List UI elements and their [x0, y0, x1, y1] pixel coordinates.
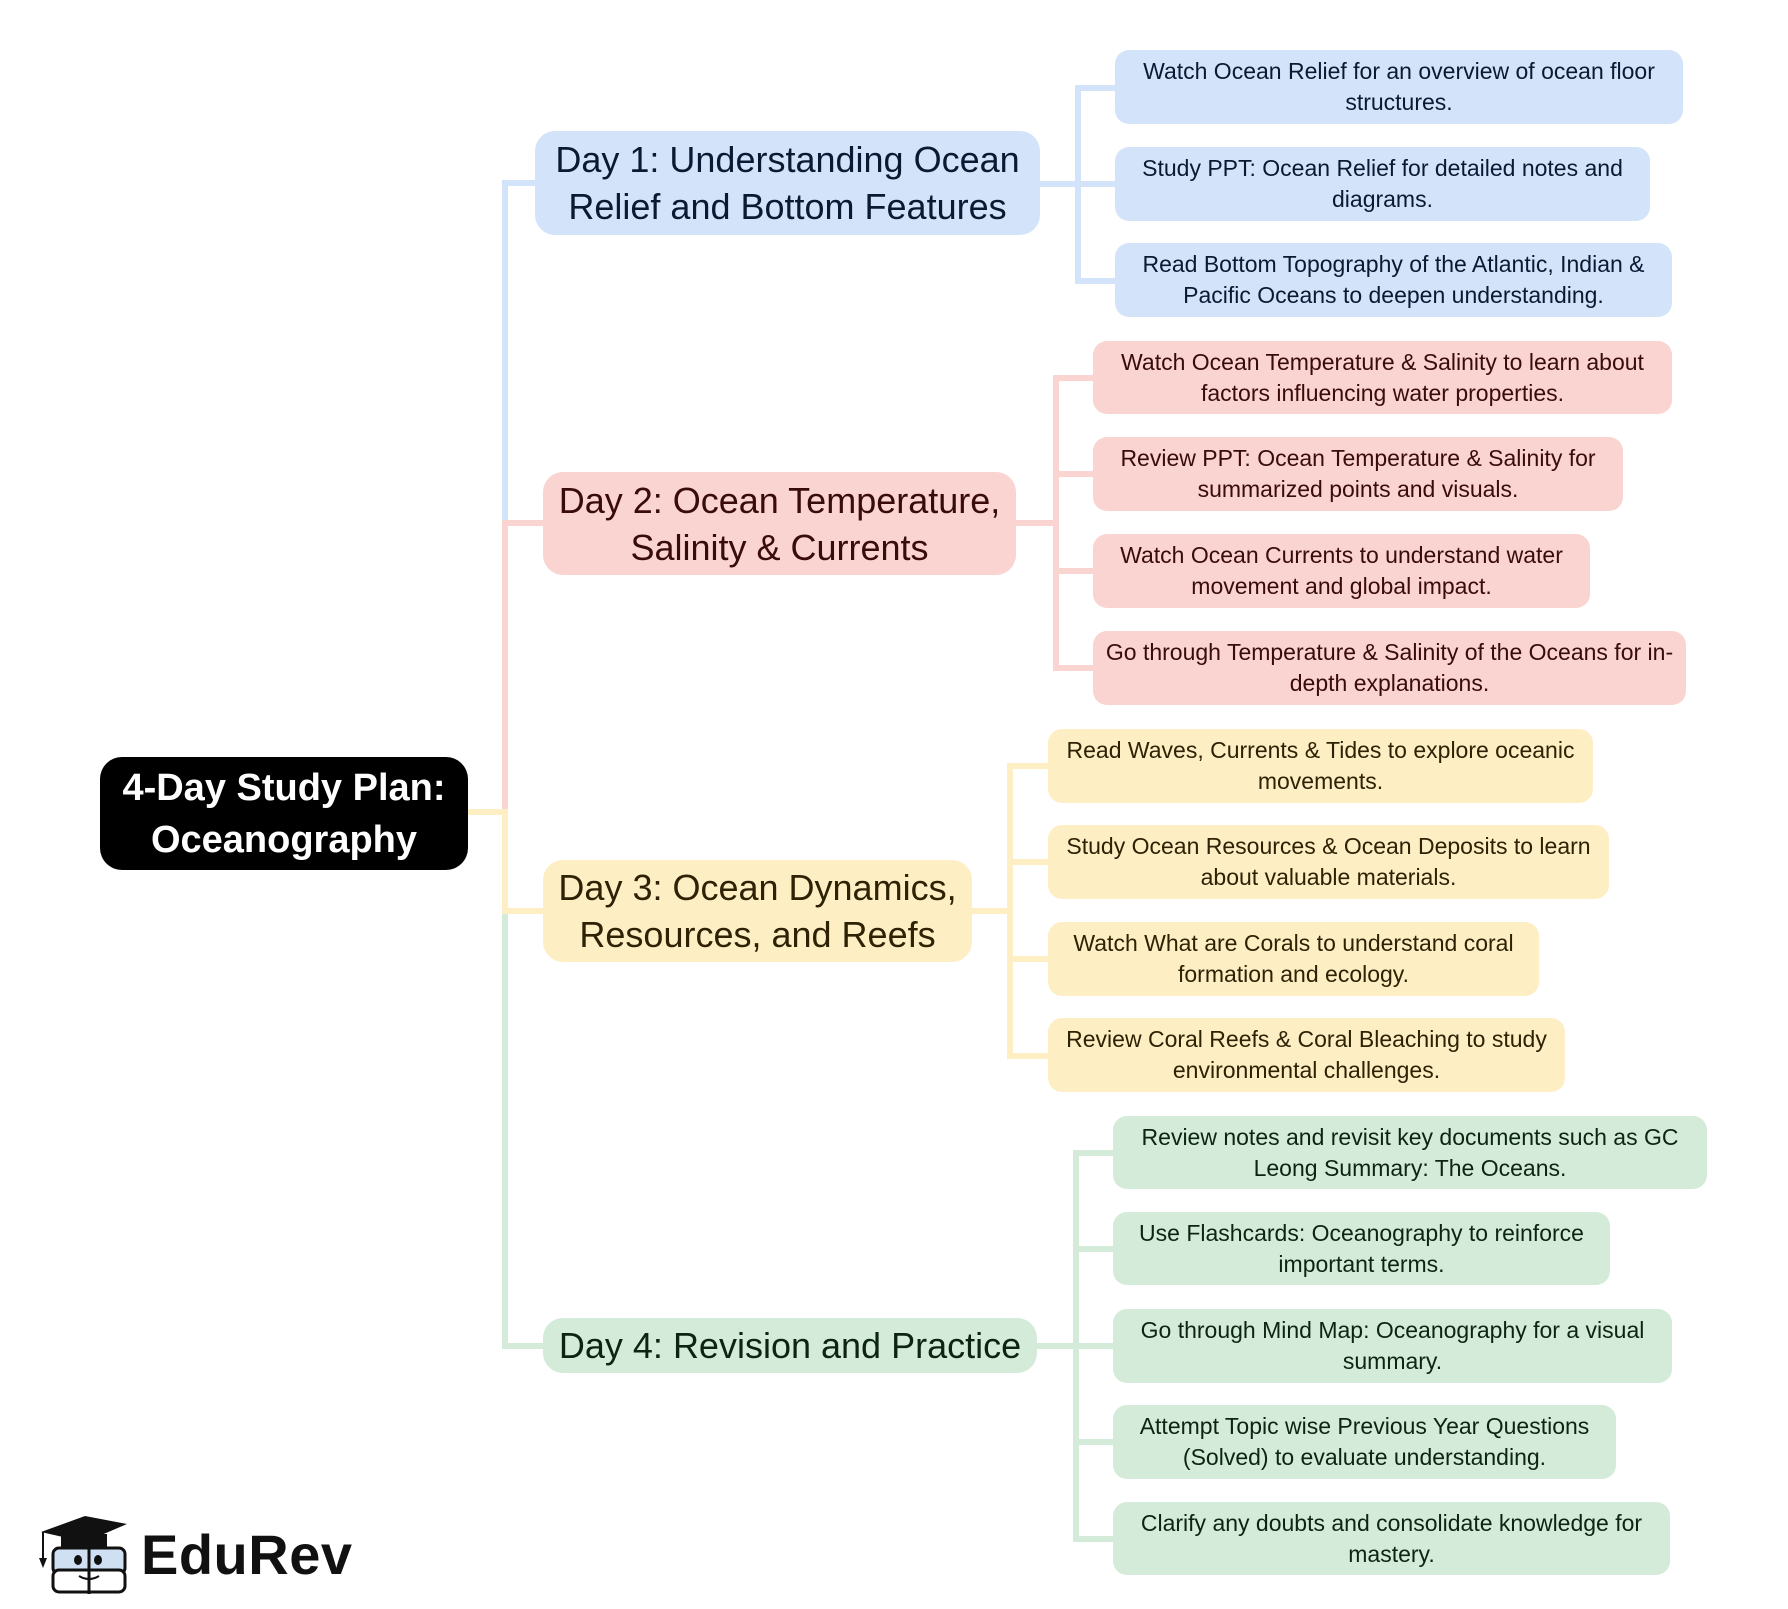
day3-task-3[interactable]: Watch What are Corals to understand cora… [1048, 922, 1539, 996]
day1-task-3[interactable]: Read Bottom Topography of the Atlantic, … [1115, 243, 1672, 317]
connector-day2-t2 [1053, 471, 1095, 477]
day1-task-1[interactable]: Watch Ocean Relief for an overview of oc… [1115, 50, 1683, 124]
connector-day2-t4 [1053, 665, 1095, 671]
day4-node[interactable]: Day 4: Revision and Practice [543, 1318, 1037, 1373]
connector-day3-t1 [1007, 763, 1050, 769]
edurev-logo: EduRev [35, 1510, 353, 1599]
connector-day3-t3 [1007, 956, 1050, 962]
connector-day1-t2 [1075, 181, 1117, 187]
connector-day3-spine [1007, 763, 1013, 1059]
connector-day4-out [1037, 1343, 1079, 1349]
connector-trunk-day4 [502, 911, 508, 1349]
connector-day2-t3 [1053, 568, 1095, 574]
connector-day3-out [972, 908, 1012, 914]
day2-task-1[interactable]: Watch Ocean Temperature & Salinity to le… [1093, 341, 1672, 414]
root-title-line1: 4-Day Study Plan: [122, 766, 446, 809]
task-text: Watch Ocean Relief for an overview of oc… [1143, 58, 1655, 115]
task-text: Study PPT: Ocean Relief for detailed not… [1142, 155, 1623, 212]
connector-day4-t4 [1073, 1439, 1115, 1445]
root-title-line2: Oceanography [150, 818, 418, 861]
task-text: Clarify any doubts and consolidate knowl… [1140, 1509, 1643, 1567]
connector-day4-t5 [1073, 1536, 1115, 1542]
day2-task-2[interactable]: Review PPT: Ocean Temperature & Salinity… [1093, 437, 1623, 511]
connector-to-day1 [502, 180, 538, 186]
day3-label: Day 3: Ocean Dynamics, Resources, and Re… [558, 867, 957, 955]
connector-day4-t2 [1073, 1246, 1115, 1252]
day1-node[interactable]: Day 1: Understanding Ocean Relief and Bo… [535, 131, 1040, 235]
day2-label: Day 2: Ocean Temperature, Salinity & Cur… [558, 479, 1001, 568]
task-text: Read Bottom Topography of the Atlantic, … [1142, 251, 1645, 308]
task-text: Watch Ocean Temperature & Salinity to le… [1121, 348, 1644, 406]
connector-to-day3 [502, 908, 546, 914]
day2-task-3[interactable]: Watch Ocean Currents to understand water… [1093, 534, 1590, 608]
day1-label: Day 1: Understanding Ocean Relief and Bo… [555, 139, 1020, 227]
root-node[interactable]: 4-Day Study Plan: Oceanography [100, 757, 468, 870]
connector-root-stub [468, 809, 508, 815]
connector-day4-t1 [1073, 1150, 1115, 1156]
task-text: Use Flashcards: Oceanography to reinforc… [1139, 1219, 1584, 1277]
day1-task-2[interactable]: Study PPT: Ocean Relief for detailed not… [1115, 147, 1650, 221]
day4-task-5[interactable]: Clarify any doubts and consolidate knowl… [1113, 1502, 1670, 1575]
day4-task-2[interactable]: Use Flashcards: Oceanography to reinforc… [1113, 1212, 1610, 1285]
day2-task-4[interactable]: Go through Temperature & Salinity of the… [1093, 631, 1686, 705]
task-text: Review PPT: Ocean Temperature & Salinity… [1120, 445, 1596, 502]
day3-task-1[interactable]: Read Waves, Currents & Tides to explore … [1048, 729, 1593, 803]
connector-day2-out [1016, 520, 1058, 526]
connector-day1-t3 [1075, 278, 1117, 284]
task-text: Attempt Topic wise Previous Year Questio… [1139, 1413, 1590, 1470]
graduation-cap-book-mascot-icon [35, 1510, 127, 1599]
connector-trunk-day2 [502, 522, 508, 814]
task-text: Watch Ocean Currents to understand water… [1120, 542, 1563, 599]
connector-trunk-day3 [502, 809, 508, 914]
day3-task-4[interactable]: Review Coral Reefs & Coral Bleaching to … [1048, 1018, 1565, 1092]
connector-trunk-day1 [502, 180, 508, 525]
task-text: Go through Temperature & Salinity of the… [1105, 639, 1674, 696]
task-text: Read Waves, Currents & Tides to explore … [1066, 737, 1575, 794]
connector-day3-t2 [1007, 859, 1050, 865]
day4-task-1[interactable]: Review notes and revisit key documents s… [1113, 1116, 1707, 1189]
day3-task-2[interactable]: Study Ocean Resources & Ocean Deposits t… [1048, 825, 1609, 899]
day4-label: Day 4: Revision and Practice [558, 1325, 1022, 1366]
connector-to-day4 [502, 1343, 546, 1349]
task-text: Watch What are Corals to understand cora… [1073, 930, 1514, 987]
day4-task-3[interactable]: Go through Mind Map: Oceanography for a … [1113, 1309, 1672, 1383]
task-text: Go through Mind Map: Oceanography for a … [1140, 1317, 1645, 1374]
day3-node[interactable]: Day 3: Ocean Dynamics, Resources, and Re… [543, 860, 972, 962]
connector-day2-spine [1053, 375, 1059, 671]
connector-day2-t1 [1053, 375, 1095, 381]
day2-node[interactable]: Day 2: Ocean Temperature, Salinity & Cur… [543, 472, 1016, 575]
day4-task-4[interactable]: Attempt Topic wise Previous Year Questio… [1113, 1405, 1616, 1479]
connector-day4-t3 [1073, 1343, 1115, 1349]
task-text: Review notes and revisit key documents s… [1141, 1123, 1679, 1181]
connector-day1-out [1040, 181, 1080, 187]
connector-day1-t1 [1075, 85, 1117, 91]
connector-day3-t4 [1007, 1053, 1050, 1059]
task-text: Study Ocean Resources & Ocean Deposits t… [1066, 833, 1591, 890]
task-text: Review Coral Reefs & Coral Bleaching to … [1066, 1026, 1547, 1083]
logo-text: EduRev [141, 1523, 353, 1586]
connector-to-day2 [502, 520, 546, 526]
